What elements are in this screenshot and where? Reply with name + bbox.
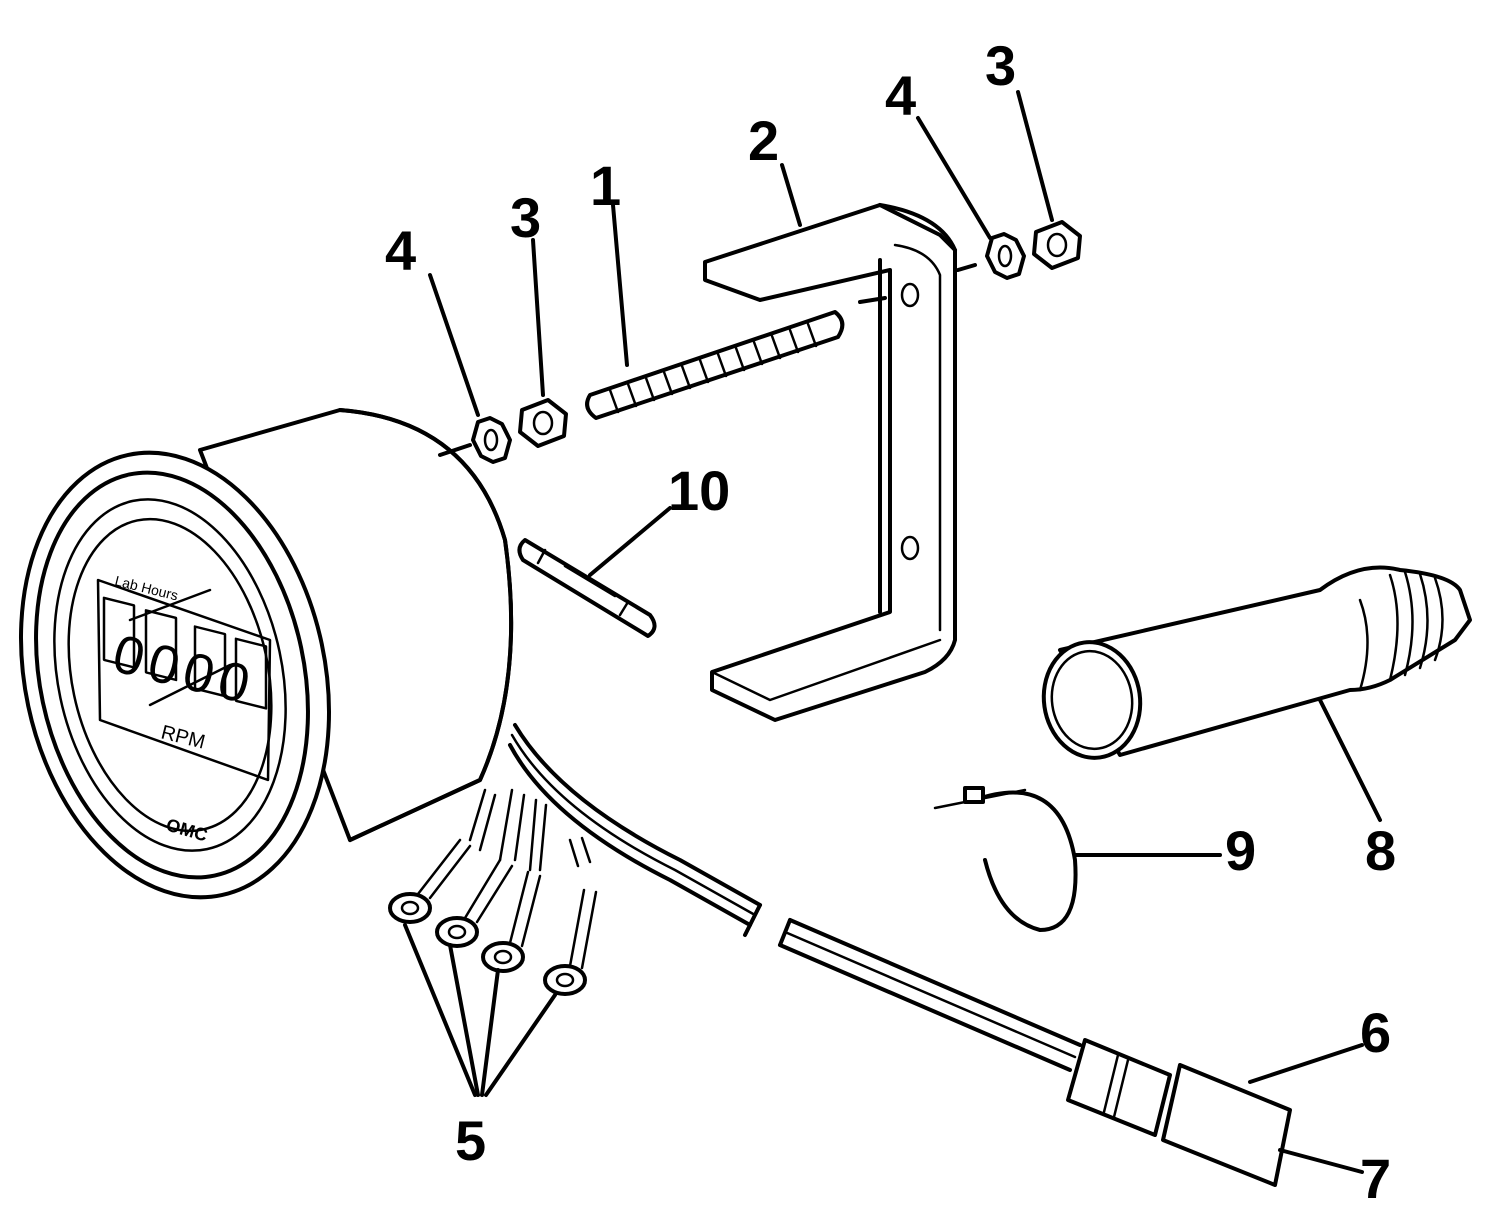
callout-5: 5: [455, 1109, 486, 1172]
callout-7: 7: [1360, 1147, 1391, 1210]
leader-lines: [403, 90, 1382, 1174]
connector-plug: [1066, 1038, 1292, 1187]
pin-sender: [517, 538, 657, 638]
sender-tube: [1041, 565, 1472, 760]
callout-6: 6: [1360, 1001, 1391, 1064]
threaded-stud: [585, 310, 845, 420]
connector-housing: [1161, 1063, 1292, 1187]
lock-washer-right: [985, 232, 1026, 280]
mounting-bracket: [703, 203, 957, 722]
main-cable: [513, 723, 762, 907]
wiring-harness: [388, 723, 1082, 1072]
hex-nut-right: [1032, 220, 1082, 270]
gauge-face: [53, 498, 287, 852]
cable-tie: [933, 786, 1078, 932]
callout-9: 9: [1225, 819, 1256, 882]
hex-nut-left: [518, 398, 568, 448]
callout-1: 1: [590, 154, 621, 217]
callout-3-right: 3: [985, 34, 1016, 97]
callout-2: 2: [748, 109, 779, 172]
gauge-bezel-inner: [34, 470, 310, 880]
callout-labels: 1 2 3 4 3 4 5 6 7 8 9 10: [385, 34, 1396, 1210]
lock-washer-left: [471, 416, 512, 464]
callout-8: 8: [1365, 819, 1396, 882]
callout-3-left: 3: [510, 186, 541, 249]
callout-10: 10: [668, 459, 730, 522]
gauge-digit-frames: [102, 596, 268, 710]
ring-terminals: [388, 838, 598, 996]
gauge-assembly: Lab Hours 0000 RPM OMC: [19, 408, 514, 900]
callout-4-right: 4: [885, 64, 916, 127]
callout-4-left: 4: [385, 219, 416, 282]
